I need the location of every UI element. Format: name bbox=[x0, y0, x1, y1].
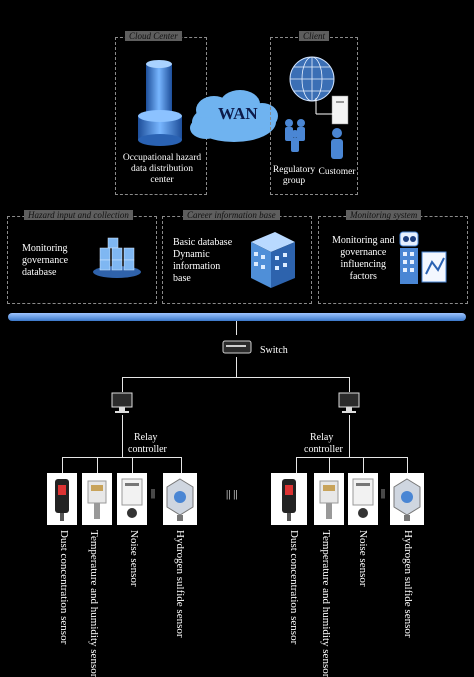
career-info-title: Career information base bbox=[183, 210, 280, 220]
right-branch-drop bbox=[349, 377, 350, 392]
network-bus bbox=[8, 313, 466, 321]
hazard-input-title: Hazard input and collection bbox=[24, 210, 133, 220]
cloud-center-label: Occupational hazard data distribution ce… bbox=[122, 153, 202, 185]
dust-sensor-label: Dust concentration sensor bbox=[288, 530, 300, 645]
left-relay-label: Relay controller bbox=[128, 432, 167, 455]
relay-controller-icon bbox=[338, 392, 360, 413]
monitoring-system-title: Monitoring system bbox=[346, 210, 422, 220]
temp-humidity-sensor-label: Temperature and humidity sensor bbox=[88, 530, 100, 677]
left-separator: || bbox=[151, 488, 156, 499]
monitoring-system-label: Monitoring and governance influencing fa… bbox=[332, 235, 395, 282]
dust-sensor-image bbox=[47, 473, 77, 525]
people-group-icon bbox=[285, 119, 305, 152]
noise-sensor-image bbox=[348, 473, 378, 525]
right-separator: || bbox=[381, 488, 386, 499]
temperature-humidity-sensor-image bbox=[82, 473, 112, 525]
globe-icon bbox=[289, 56, 335, 102]
wan-label: WAN bbox=[218, 104, 258, 123]
temp-humidity-sensor-label: Temperature and humidity sensor bbox=[320, 530, 332, 677]
right-relay-label: Relay controller bbox=[304, 432, 343, 455]
career-info-label: Basic database Dynamic information base bbox=[173, 237, 233, 284]
dust-sensor-label: Dust concentration sensor bbox=[58, 530, 70, 645]
noise-sensor-label: Noise sensor bbox=[128, 530, 140, 587]
database-cylinder-icon bbox=[138, 60, 182, 146]
left-sensor-bus bbox=[62, 457, 182, 458]
customer-label: Customer bbox=[318, 167, 356, 177]
bus-to-switch-line bbox=[236, 321, 237, 335]
hydrogen-sulfide-sensor-label: Hydrogen sulfide sensor bbox=[174, 530, 186, 638]
monitoring-device-icon bbox=[399, 231, 447, 284]
server-tower-icon bbox=[331, 95, 349, 125]
left-relay-stem bbox=[122, 429, 123, 457]
hazard-input-label: Monitoring governance database bbox=[22, 243, 69, 278]
left-relay-down bbox=[122, 415, 123, 429]
regulatory-group-label: Regulatory group bbox=[272, 165, 316, 186]
switch-down-line bbox=[236, 357, 237, 377]
left-branch-drop bbox=[122, 377, 123, 392]
noise-sensor-image bbox=[117, 473, 147, 525]
hydrogen-sulfide-sensor-image bbox=[163, 473, 197, 525]
switch-icon bbox=[222, 340, 252, 354]
right-drop-1 bbox=[296, 457, 297, 473]
right-drop-4 bbox=[407, 457, 408, 473]
left-drop-2 bbox=[97, 457, 98, 473]
customer-icon bbox=[331, 128, 343, 159]
left-drop-1 bbox=[62, 457, 63, 473]
noise-sensor-label: Noise sensor bbox=[357, 530, 369, 587]
database-stack-icon bbox=[93, 237, 141, 278]
network-link-icon bbox=[315, 98, 334, 115]
middle-separator: || || bbox=[226, 488, 238, 500]
switch-branch-line bbox=[122, 377, 350, 378]
right-drop-2 bbox=[329, 457, 330, 473]
cloud-center-title: Cloud Center bbox=[125, 31, 182, 41]
temperature-humidity-sensor-image bbox=[314, 473, 344, 525]
left-drop-3 bbox=[132, 457, 133, 473]
right-sensor-bus bbox=[296, 457, 408, 458]
hydrogen-sulfide-sensor-image bbox=[390, 473, 424, 525]
relay-controller-icon bbox=[111, 392, 133, 413]
right-relay-stem bbox=[349, 429, 350, 457]
right-relay-down bbox=[349, 415, 350, 429]
hydrogen-sulfide-sensor-label: Hydrogen sulfide sensor bbox=[402, 530, 414, 638]
dust-sensor-image bbox=[271, 473, 307, 525]
switch-label: Switch bbox=[260, 345, 288, 356]
client-title: Client bbox=[299, 31, 329, 41]
building-icon bbox=[251, 232, 295, 288]
left-drop-4 bbox=[181, 457, 182, 473]
right-drop-3 bbox=[363, 457, 364, 473]
